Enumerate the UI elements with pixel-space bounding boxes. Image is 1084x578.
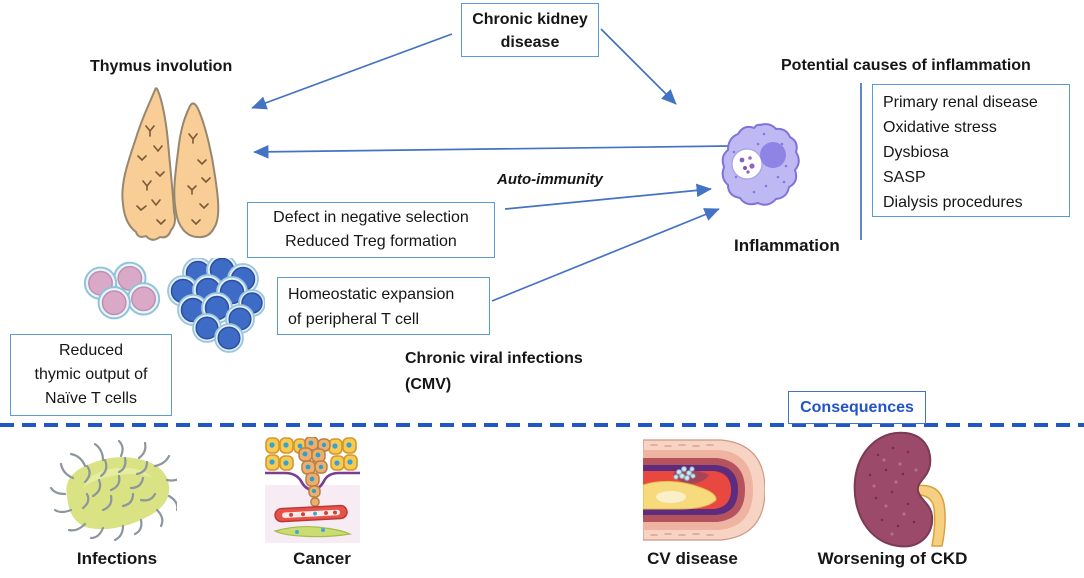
- homeostatic-expansion-box: Homeostatic expansion of peripheral T ce…: [277, 277, 490, 335]
- dashed-separator-line: [0, 423, 1084, 427]
- thymus-icon: [121, 87, 220, 241]
- consequences-box: Consequences: [788, 391, 926, 424]
- causes-item: Oxidative stress: [883, 119, 997, 136]
- outcome-label-infections: Infections: [76, 549, 158, 568]
- causes-item: Primary renal disease: [883, 94, 1038, 111]
- chronic-kidney-disease-box: Chronic kidney disease: [461, 3, 599, 57]
- arrow-homeostatic-to-inflammation: [491, 208, 720, 302]
- thymus-involution-label: Thymus involution: [90, 58, 233, 75]
- causes-item: Dysbiosa: [883, 144, 949, 161]
- outcome-label-cancer: Cancer: [293, 549, 351, 568]
- inflammation-label: Inflammation: [734, 236, 840, 255]
- tumor-tissue-icon: [265, 437, 360, 543]
- arrow-inflammation-to-thymus: [253, 145, 730, 159]
- naive-tcell-pink-cluster-icon: [83, 261, 161, 320]
- bacterium-icon: [49, 439, 177, 542]
- arrow-ckd-to-inflammation: [600, 28, 677, 105]
- causes-item: Dialysis procedures: [883, 194, 1023, 211]
- inflammatory-cell-icon: [721, 123, 800, 206]
- auto-immunity-label: Auto-immunity: [497, 171, 603, 188]
- outcome-label-cv-disease: CV disease: [647, 549, 738, 568]
- chronic-viral-infections-label: Chronic viral infections (CMV): [405, 350, 583, 393]
- arrow-autoimmunity-to-inflammation: [504, 183, 712, 210]
- arrow-ckd-to-thymus: [251, 33, 453, 110]
- potential-causes-title: Potential causes of inflammation: [781, 57, 1031, 74]
- defect-negative-selection-box: Defect in negative selection Reduced Tre…: [247, 202, 495, 258]
- reduced-thymic-output-box: Reduced thymic output of Naïve T cells: [10, 334, 172, 416]
- outcome-label-worsening-ckd: Worsening of CKD: [817, 549, 968, 568]
- causes-list-box: Primary renal disease Oxidative stress D…: [872, 84, 1070, 217]
- kidney-icon: [853, 431, 946, 548]
- tcell-blue-cluster-icon: [167, 258, 265, 353]
- atherosclerosis-artery-icon: [643, 439, 765, 541]
- causes-item: SASP: [883, 169, 926, 186]
